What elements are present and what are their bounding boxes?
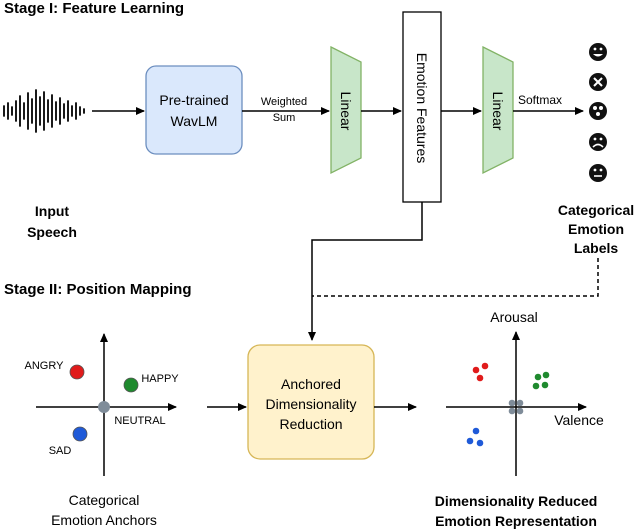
stage1-title: Stage I: Feature Learning [4,0,184,17]
adr-label-2: Dimensionality [265,396,356,412]
sad-anchor-dot [72,426,88,442]
linear-layer-2 [482,45,514,175]
neutral-anchor-label: NEUTRAL [114,415,165,427]
happy-anchor-dot [123,377,139,393]
happy-anchor-label: HAPPY [141,373,179,385]
anchors-caption-2: Emotion Anchors [51,512,157,528]
dashed-labels-to-adr [312,258,599,297]
sad-face-icon [589,133,607,151]
adr-label-3: Reduction [279,416,342,432]
output-caption-2: Emotion Representation [435,513,597,529]
wavlm-box [145,65,243,155]
softmax-label: Softmax [518,93,562,107]
emotion-features-box [402,11,442,203]
emotion-features-label: Emotion Features [414,53,430,164]
linear-layer-2-label: Linear [490,92,506,131]
anchors-caption-1: Categorical [69,492,140,508]
wavlm-label-2: WavLM [171,113,218,129]
angry-anchor-dot [69,364,85,380]
categorical-labels-1: Categorical [558,202,634,218]
angry-anchor-label: ANGRY [25,360,65,372]
input-speech-label-1: Input [35,203,70,219]
linear-layer-1 [330,45,362,175]
angry-face-icon [589,73,607,91]
happy-cluster [532,371,550,390]
linear-layer-1-label: Linear [338,92,354,131]
stage2-title: Stage II: Position Mapping [4,281,192,298]
adr-box [247,344,375,460]
categorical-labels-3: Labels [574,240,619,256]
wavlm-label-1: Pre-trained [159,92,228,108]
categorical-labels-2: Emotion [568,221,624,237]
happy-face-icon [589,43,607,61]
sad-anchor-label: SAD [49,445,72,457]
sad-cluster [466,427,484,447]
waveform-icon [3,89,85,133]
weighted-sum-label-2: Sum [273,112,296,124]
arousal-label: Arousal [490,309,537,325]
valence-label: Valence [554,412,604,428]
angry-cluster [472,362,489,382]
arrow-features-to-adr [308,202,423,341]
neutral-face-icon [589,164,607,182]
input-speech-label-2: Speech [27,224,77,240]
adr-label-1: Anchored [281,376,341,392]
surprised-face-icon [589,102,607,120]
output-caption-1: Dimensionality Reduced [435,493,598,509]
neutral-cluster [508,399,524,415]
neutral-anchor-dot [98,401,110,413]
weighted-sum-label-1: Weighted [261,96,307,108]
